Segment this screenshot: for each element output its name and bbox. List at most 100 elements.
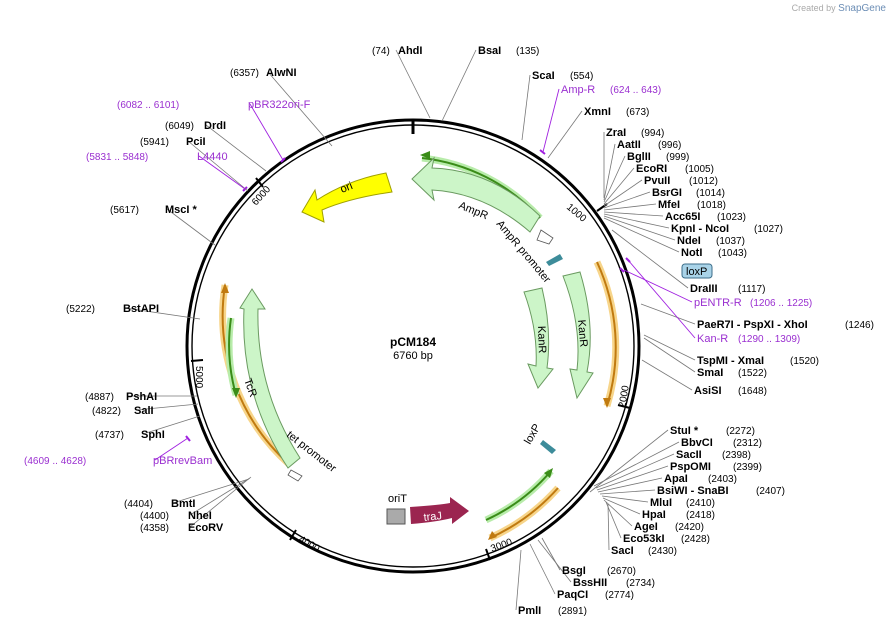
enzyme-pos-pvuii: (1012) (689, 176, 718, 187)
enzyme-name-agei: AgeI (634, 521, 658, 533)
primer-leader-pbrrevbam (154, 437, 189, 461)
enzyme-pos-bsiwi-snabi: (2407) (756, 486, 785, 497)
enzyme-name-paqci: PaqCI (557, 589, 588, 601)
loxp-marker-top (546, 254, 563, 266)
enzyme-pos-smai: (1522) (738, 368, 767, 379)
ampr-arrow (411, 156, 541, 233)
enzyme-pos-tspmi-xmai: (1520) (790, 356, 819, 367)
loxp-marker-bottom (540, 440, 556, 454)
loxp-box (681, 263, 713, 279)
enzyme-leader-sphi (142, 415, 201, 435)
loxp-label-bottom: loxP (522, 422, 543, 447)
enzyme-leader-mlui (601, 495, 649, 503)
enzyme-name-mfei: MfeI (658, 199, 680, 211)
loxp-label-top: loxP (686, 266, 707, 278)
enzyme-pos-eco53ki: (2428) (681, 534, 710, 545)
enzyme-pos-scai: (554) (570, 71, 593, 82)
orit-label: oriT (388, 493, 407, 505)
primer-leader-kan-r (627, 259, 696, 339)
enzyme-name-aatii: AatII (617, 139, 641, 151)
enzyme-pos-ecorv: (4358) (140, 523, 169, 534)
snapgene-credit: Created by SnapGene (792, 3, 886, 14)
orf-lox-orange-head (488, 531, 497, 540)
credit-brand: SnapGene (838, 3, 886, 14)
enzyme-name-scai: ScaI (532, 70, 555, 82)
enzyme-name-drdi: DrdI (204, 120, 226, 132)
primer-pos-pbrrevbam: (4609 .. 4628) (24, 456, 86, 467)
enzyme-leader-bstapi (124, 307, 201, 320)
enzyme-leader-ecori (603, 167, 635, 205)
traj-label: traJ (423, 510, 442, 524)
enzyme-pos-bsshii: (2734) (626, 578, 655, 589)
enzyme-pos-mfei: (1018) (697, 200, 726, 211)
tcr-arrow (239, 288, 301, 469)
enzyme-leader-kpni-ncoi (603, 213, 670, 229)
tet-promoter-arrow (287, 469, 303, 482)
orf-lox-orange-line (489, 487, 559, 539)
enzyme-leader-ndei (603, 215, 676, 241)
orf-lox-green-line (485, 470, 552, 521)
enzyme-leader-draiii (611, 229, 689, 289)
enzyme-pos-paer7i-pspxi-xhoi: (1246) (845, 320, 874, 331)
kanr-arrow-a (523, 287, 554, 389)
enzyme-pos-sacii: (2398) (722, 450, 751, 461)
enzyme-name-tspmi-xmai: TspMI - XmaI (697, 355, 764, 367)
enzyme-name-bsgi: BsgI (562, 565, 586, 577)
enzyme-leader-sali (135, 403, 199, 411)
enzyme-name-smai: SmaI (697, 367, 723, 379)
enzyme-leader-paer7i-pspxi-xhoi (640, 303, 696, 325)
enzyme-pos-noti: (1043) (718, 248, 747, 259)
enzyme-pos-pshai: (4887) (85, 392, 114, 403)
primer-mark-pentr (619, 267, 625, 273)
tick-mark-6000 (255, 177, 264, 188)
orf-tcr-orange-head (221, 283, 229, 293)
tick-mark-3000 (485, 548, 491, 561)
enzyme-pos-drdi: (6049) (165, 121, 194, 132)
enzyme-pos-sphi: (4737) (95, 430, 124, 441)
primer-pos-pbr322ori-f: (6082 .. 6101) (117, 100, 179, 111)
kanr-label-b: KanR (575, 319, 589, 348)
enzyme-name-saci: SacI (611, 545, 634, 557)
enzyme-pos-bstapi: (5222) (66, 304, 95, 315)
enzyme-pos-agei: (2420) (675, 522, 704, 533)
enzyme-name-acc65i: Acc65I (665, 211, 700, 223)
orf-tcr-green-head (232, 388, 240, 398)
enzyme-pos-pspomi: (2399) (733, 462, 762, 473)
enzyme-name-pspomi: PspOMI (670, 461, 711, 473)
enzyme-name-ecori: EcoRI (636, 163, 667, 175)
enzyme-pos-stui: (2272) (726, 426, 755, 437)
enzyme-name-pcii: PciI (186, 136, 206, 148)
enzyme-pos-bmti: (4404) (124, 499, 153, 510)
primer-pos-pentr-r: (1206 .. 1225) (750, 298, 812, 309)
ori-label: ori (339, 180, 355, 196)
enzyme-pos-mlui: (2410) (686, 498, 715, 509)
enzyme-leader-bsshii (537, 539, 572, 583)
enzyme-leader-paqci (529, 543, 556, 595)
enzyme-name-pmli: PmlI (518, 605, 541, 617)
enzyme-name-pvuii: PvuII (644, 175, 670, 187)
enzyme-name-mlui: MluI (650, 497, 672, 509)
enzyme-pos-alwni: (6357) (230, 68, 259, 79)
enzyme-pos-asisi: (1648) (738, 386, 767, 397)
traj-arrow (410, 497, 469, 524)
enzyme-leader-ecorv (189, 476, 252, 528)
enzyme-leader-sacii (595, 453, 675, 489)
enzyme-leader-bsai (441, 49, 477, 122)
enzyme-name-sali: SalI (134, 405, 154, 417)
enzyme-pos-xmni: (673) (626, 107, 649, 118)
enzyme-name-pshai: PshAI (126, 391, 157, 403)
primer-name-pbrrevbam: pBRrevBam (153, 455, 212, 467)
orf-ampr-head (420, 151, 430, 159)
orf-lox-green-head (544, 468, 553, 478)
enzyme-name-ecorv: EcoRV (188, 522, 224, 534)
site-labels: AhdI(74)BsaI(135)ScaI(554)XmnI(673)ZraI(… (24, 45, 874, 617)
enzyme-name-msci: MscI * (165, 204, 198, 216)
enzyme-name-bsshii: BssHII (573, 577, 607, 589)
enzyme-leader-hpai (602, 497, 641, 515)
plasmid-name: pCM184 (390, 335, 436, 349)
enzyme-leader-bsrgi (603, 191, 651, 209)
enzyme-pos-ecori: (1005) (685, 164, 714, 175)
primer-name-amp-r: Amp-R (561, 84, 595, 96)
enzyme-pos-nhei: (4400) (140, 511, 169, 522)
